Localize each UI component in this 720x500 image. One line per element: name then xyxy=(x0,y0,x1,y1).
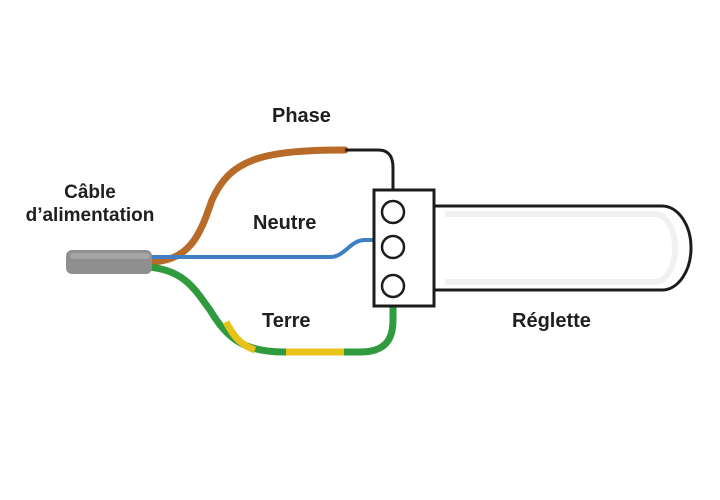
power-cable-label: Câble d’alimentation xyxy=(22,182,158,228)
phase-label: Phase xyxy=(272,105,331,127)
reglette-label: Réglette xyxy=(512,310,591,332)
cable-sheath-highlight xyxy=(70,253,150,259)
phase-wire xyxy=(144,146,349,266)
neutral-label: Neutre xyxy=(253,212,317,234)
neutral-wire xyxy=(148,238,385,259)
terminal-earth xyxy=(380,273,406,299)
tube-highlight xyxy=(445,211,678,285)
terminal-neutral xyxy=(380,234,406,260)
power-cable-label-line2: d’alimentation xyxy=(25,204,155,226)
power-cable-label-line1: Câble xyxy=(64,182,116,203)
phase-wire-conductor xyxy=(345,148,395,208)
earth-label: Terre xyxy=(262,310,311,332)
terminal-phase xyxy=(380,199,406,225)
reglette-tube xyxy=(434,204,693,292)
earth-wire-stripe-1 xyxy=(222,320,257,354)
